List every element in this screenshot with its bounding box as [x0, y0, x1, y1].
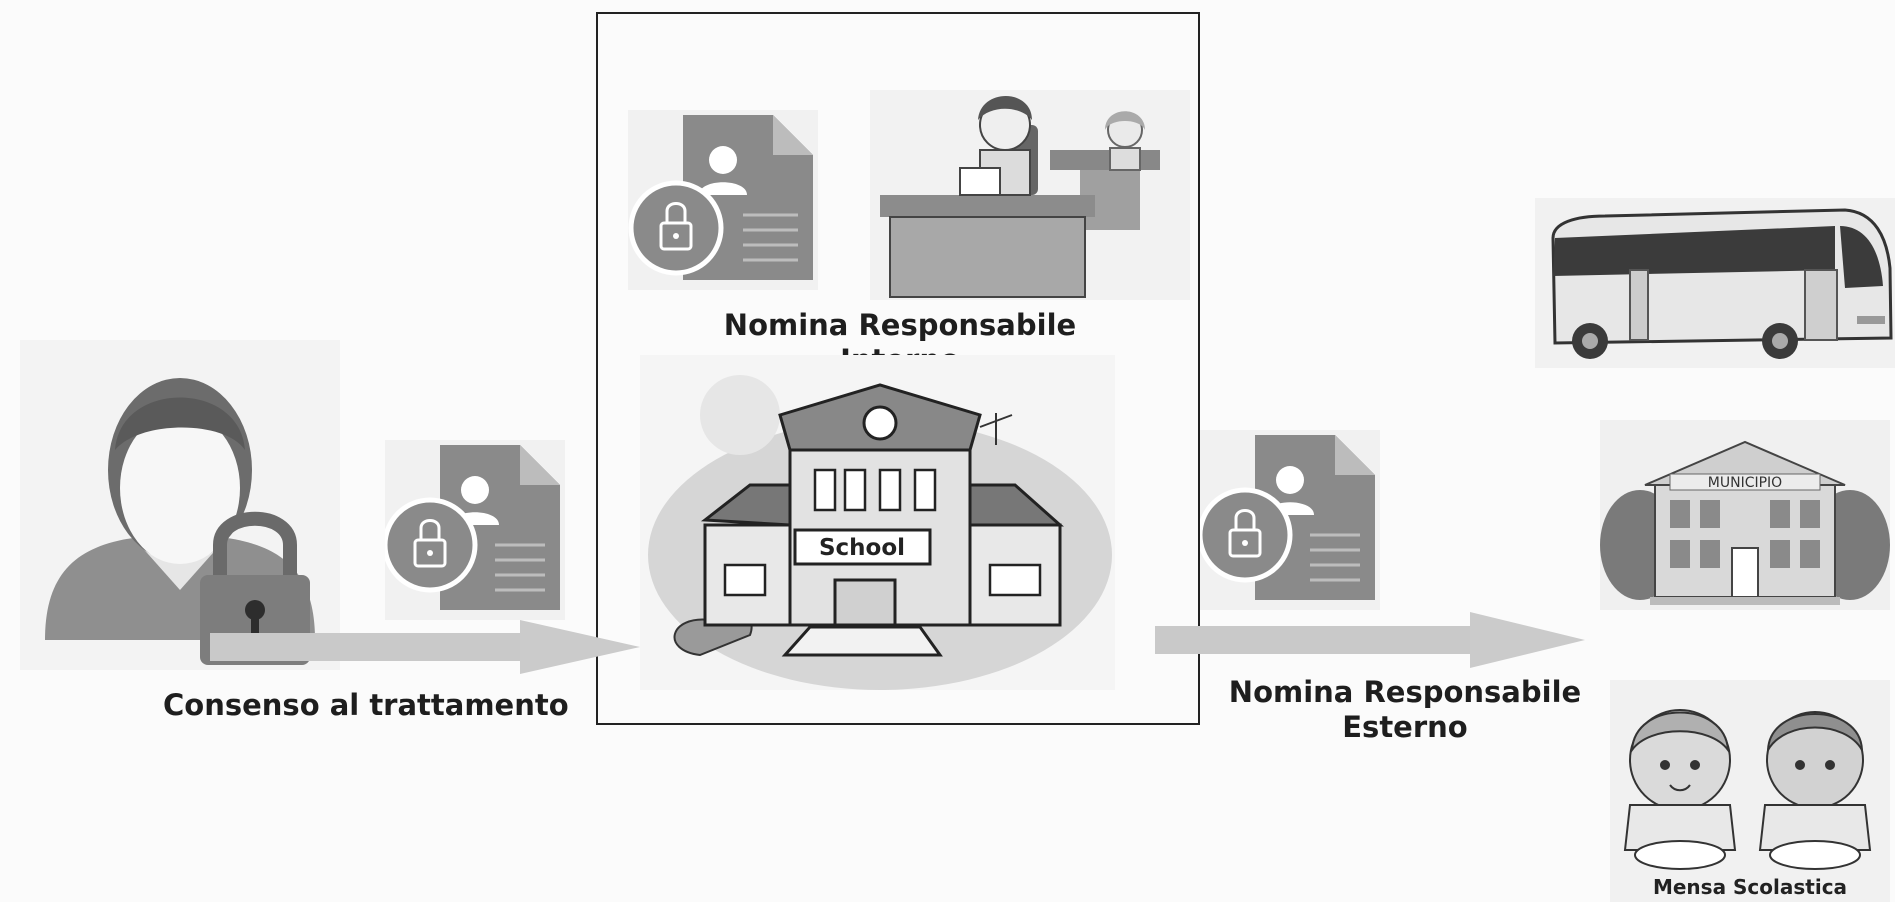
school-sign: School [819, 535, 905, 561]
external-label-line1: Nomina Responsabile [1228, 675, 1582, 709]
external-label-line2: Esterno [1342, 710, 1468, 744]
municipio-building-icon: MUNICIPIO [1600, 420, 1890, 610]
internal-processing-frame [596, 12, 1200, 725]
office-workers-icon [870, 90, 1190, 300]
consent-label: Consenso al trattamento [163, 688, 569, 722]
external-appointment-label: Nomina Responsabile Esterno [1205, 675, 1605, 745]
arrow-right-icon [210, 620, 640, 674]
school-building-icon: School [640, 355, 1115, 690]
arrow-right-icon [1155, 612, 1585, 668]
municipio-sign: MUNICIPIO [1708, 475, 1782, 491]
bus-icon [1535, 198, 1895, 368]
locked-document-icon [385, 440, 565, 620]
locked-document-icon [1200, 430, 1380, 610]
school-canteen-children-icon: Mensa Scolastica [1610, 680, 1890, 902]
internal-label-line1: Nomina Responsabile [723, 308, 1077, 342]
locked-document-icon [628, 110, 818, 290]
mensa-scolastica-caption: Mensa Scolastica [1653, 875, 1847, 899]
